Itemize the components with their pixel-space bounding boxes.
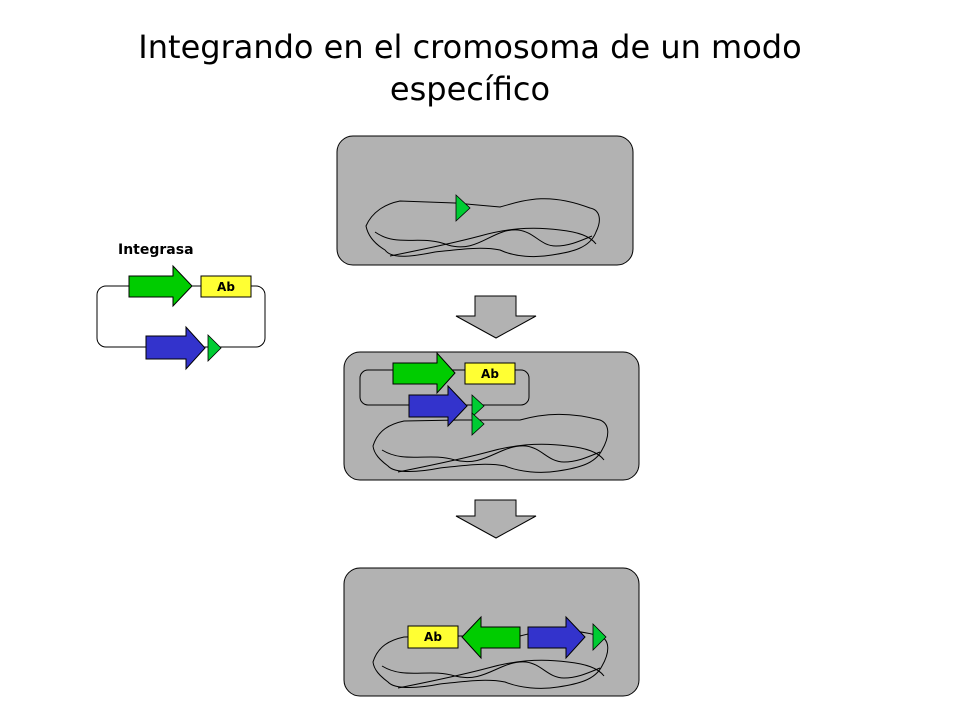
resistance-gene-box [200, 275, 252, 298]
chromosome [365, 198, 600, 258]
integrase-label: Integrasa [118, 242, 194, 258]
integrase-gene-arrow [461, 615, 521, 660]
plasmid: Integrasa Ab [96, 242, 266, 371]
cell-step-2: Ab [343, 351, 640, 481]
resistance-gene-label: Ab [481, 367, 499, 381]
resistance-gene-box [407, 625, 459, 649]
integrase-gene-arrow [128, 264, 193, 308]
blue-gene-arrow [408, 384, 468, 428]
att-site-chromosome [471, 412, 485, 436]
slide-title: Integrando en el cromosoma de un modo es… [138, 28, 802, 108]
att-site-plasmid [471, 394, 485, 418]
resistance-gene-label: Ab [424, 630, 442, 644]
att-site-hybrid [592, 623, 607, 651]
cell-body [336, 135, 634, 266]
integrase-gene-arrow [392, 351, 456, 395]
resistance-gene-box [464, 362, 516, 385]
step-arrow-2 [455, 499, 537, 539]
cell-step-1 [336, 135, 634, 266]
cell-step-3: Ab [343, 567, 640, 697]
chromosome [372, 413, 609, 473]
blue-gene-arrow [145, 325, 206, 371]
resistance-gene-label: Ab [217, 280, 235, 294]
blue-gene-arrow [527, 615, 586, 660]
step-arrow-1 [455, 295, 537, 339]
att-site-chromosome [455, 194, 471, 222]
att-site-plasmid [207, 334, 222, 362]
